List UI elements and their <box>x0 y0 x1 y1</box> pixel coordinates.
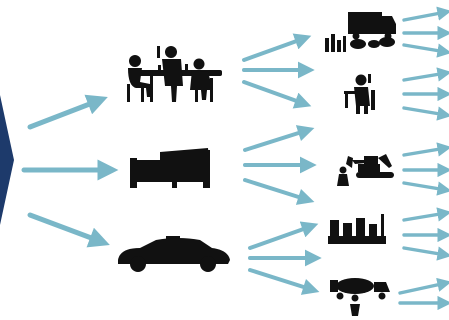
arrow <box>242 33 312 62</box>
arrow <box>27 212 110 248</box>
arrow <box>243 178 315 205</box>
arrow <box>27 94 108 130</box>
arrow <box>248 221 319 250</box>
people-dining-at-table-icon <box>127 46 222 102</box>
arrow <box>243 125 315 152</box>
car-icon <box>118 236 230 272</box>
tanker-truck-with-worker-icon <box>330 278 390 316</box>
bed-icon <box>130 148 210 188</box>
arrow <box>402 6 449 22</box>
input-arrows <box>21 94 119 248</box>
arrow <box>402 181 449 196</box>
arrow <box>398 277 449 295</box>
branch-arrows <box>242 33 322 295</box>
arrow <box>402 43 449 58</box>
output-arrows <box>398 6 449 311</box>
arrow <box>242 80 312 109</box>
factory-icon <box>328 214 386 244</box>
excavator-with-worker-icon <box>337 154 394 186</box>
chevron-right-icon <box>0 95 14 225</box>
arrow <box>402 67 449 82</box>
arrow <box>402 207 449 222</box>
arrow <box>402 246 449 261</box>
seated-worker-icon <box>344 74 375 114</box>
arrow <box>402 106 449 121</box>
truck-with-goods-icon <box>325 12 396 52</box>
arrow <box>402 142 449 157</box>
arrow <box>248 268 320 295</box>
